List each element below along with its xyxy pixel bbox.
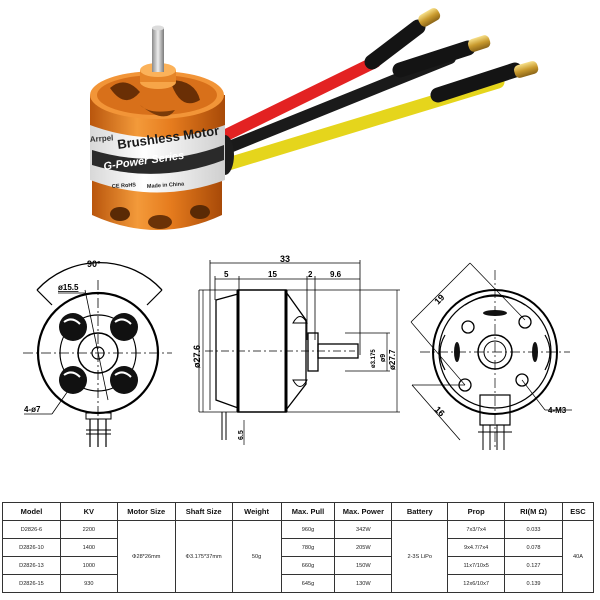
header-weight: Weight [231, 502, 282, 521]
cell-max-pull: 960g [280, 520, 336, 539]
cell-model: D2826-10 [2, 538, 61, 557]
table-row: D2826-13 1000 660g 150W 11x7/10x5 0.127 [2, 556, 594, 575]
specs-table: Model KV Motor Size Shaft Size Weight Ma… [2, 502, 595, 593]
cell-battery: 2-3S LiPo [391, 520, 449, 593]
rear-screw-label: 4-M3 [548, 406, 567, 415]
label-brand: Arrpel [90, 133, 114, 144]
cell-ri: 0.139 [504, 574, 563, 593]
cell-ri: 0.078 [504, 538, 563, 557]
motor-product-photo: Arrpel Brushless Motor G-Power Series CE… [90, 8, 539, 230]
cell-kv: 1400 [59, 538, 118, 557]
header-prop: Prop [447, 502, 506, 521]
motor-wires [214, 8, 539, 175]
side-boss-diameter: ø9 [380, 354, 387, 362]
specs-header-row: Model KV Motor Size Shaft Size Weight Ma… [2, 502, 595, 521]
label-marks: CE RoHS [112, 182, 137, 190]
rear-view-fills [454, 310, 538, 362]
front-view-drawing [23, 262, 172, 447]
cell-max-power: 342W [334, 520, 393, 539]
front-view-holes [59, 313, 138, 394]
motor-body [90, 25, 225, 230]
side-body-diameter: ø27.6 [192, 345, 202, 368]
cell-kv: 930 [59, 574, 118, 593]
side-overall-length: 33 [280, 254, 290, 264]
side-seg-2: 2 [308, 270, 313, 279]
side-seg-9-6: 9.6 [330, 270, 342, 279]
cell-max-power: 130W [334, 574, 393, 593]
cell-max-power: 150W [334, 556, 393, 575]
side-seg-15: 15 [268, 270, 277, 279]
side-lead-offset: 6.5 [238, 430, 245, 440]
cell-esc: 40A [561, 520, 595, 593]
cell-prop: 11x7/10x5 [447, 556, 506, 575]
table-row: D2826-10 1400 780g 205W 9x4.7/7x4 0.078 [2, 538, 594, 557]
rear-dim-19: 19 [432, 292, 446, 306]
rear-view-drawing [410, 262, 572, 450]
cell-max-pull: 780g [280, 538, 336, 557]
header-model: Model [2, 502, 61, 521]
header-shaft-size: Shaft Size [174, 502, 233, 521]
table-row: D2826-6 2200 Φ28*26mm Φ3.175*37mm 50g 96… [2, 520, 595, 593]
cell-model: D2826-13 [2, 556, 61, 575]
cell-prop: 7x3/7x4 [447, 520, 506, 539]
side-seg-5: 5 [224, 270, 229, 279]
cell-prop: 9x4.7/7x4 [447, 538, 506, 557]
header-esc: ESC [561, 502, 595, 521]
rear-dim-16: 16 [433, 404, 447, 418]
technical-drawings: 90° ø15.5 4-ø7 [23, 254, 572, 450]
header-battery: Battery [391, 502, 449, 521]
label-origin: Made in China [147, 181, 186, 190]
side-view-drawing [198, 260, 400, 445]
header-max-power: Max. Power [334, 502, 393, 521]
cell-model: D2826-15 [2, 574, 61, 593]
cell-kv: 2200 [59, 520, 118, 539]
side-front-diameter: ø27.7 [388, 349, 397, 370]
bullet-connector-icon [418, 8, 539, 78]
cell-model: D2826-6 [2, 520, 61, 539]
header-ri: RI(M Ω) [504, 502, 563, 521]
cell-weight: 50g [231, 520, 282, 593]
cell-prop: 12x6/10x7 [447, 574, 506, 593]
cell-max-power: 205W [334, 538, 393, 557]
side-shaft-diameter: ø3.175 [371, 349, 377, 368]
cell-max-pull: 645g [280, 574, 336, 593]
header-kv: KV [59, 502, 118, 521]
cell-kv: 1000 [59, 556, 118, 575]
cell-ri: 0.127 [504, 556, 563, 575]
wire-red [214, 56, 381, 144]
table-row: D2826-15 930 645g 130W 12x6/10x7 0.139 [2, 574, 594, 593]
front-holes-label: 4-ø7 [24, 405, 41, 414]
front-angle-label: 90° [87, 259, 101, 269]
header-motor-size: Motor Size [116, 502, 176, 521]
cell-shaft-size: Φ3.175*37mm [174, 520, 233, 593]
header-max-pull: Max. Pull [280, 502, 336, 521]
cell-ri: 0.033 [504, 520, 563, 539]
front-diameter-label: ø15.5 [58, 283, 79, 292]
cell-motor-size: Φ28*26mm [116, 520, 176, 593]
cell-max-pull: 660g [280, 556, 336, 575]
